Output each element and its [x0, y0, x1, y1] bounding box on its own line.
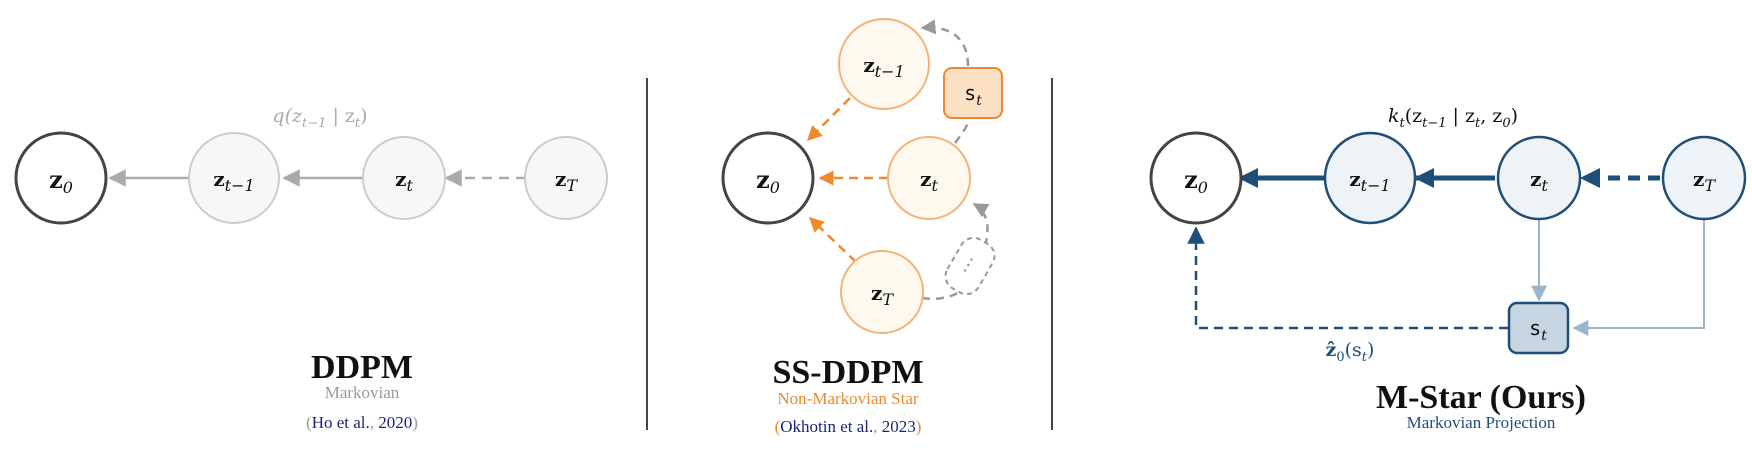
ddpm-title: DDPM	[311, 349, 413, 386]
ddpm-node-z0-label: z0	[49, 165, 73, 197]
mstar-title: M-Star (Ours)	[1376, 379, 1586, 416]
ssddpm-citation: (Okhotin et al., 2023)	[775, 417, 922, 436]
mstar-panel: z0 zt−1 zt zT st kt(zt−1 | zt, z0) ẑ0(st…	[1149, 105, 1747, 432]
ssddpm-edge-zT-z0	[808, 216, 857, 263]
mstar-node-zt-label: zt	[1530, 167, 1548, 195]
mstar-edge-zT-st	[1572, 220, 1705, 336]
ssddpm-ellipsis: ···	[944, 236, 996, 296]
mstar-node-zT-label: zT	[1693, 167, 1716, 195]
ssddpm-panel: ··· zt−1 z0 zt zT st SS-DDPM Non-Markovi…	[721, 18, 1003, 436]
ssddpm-node-zt1	[838, 18, 930, 110]
ssddpm-citation-link[interactable]: Okhotin et al.	[780, 417, 873, 436]
ddpm-node-zT	[524, 136, 608, 220]
ssddpm-node-zt1-label: zt−1	[863, 53, 904, 81]
mstar-stat-label: st	[1529, 316, 1547, 344]
ddpm-edge-label: q(zt−1 | zt)	[272, 105, 367, 131]
ssddpm-node-zT-label: zT	[871, 281, 894, 309]
ddpm-node-z0	[14, 131, 108, 225]
mstar-node-zt	[1496, 135, 1582, 221]
mstar-stat-box	[1507, 301, 1570, 355]
ssddpm-title: SS-DDPM	[772, 354, 923, 391]
mstar-node-z0	[1149, 131, 1243, 225]
ssddpm-node-z0-label: z0	[756, 165, 780, 197]
ssddpm-stat-label: st	[964, 81, 982, 109]
mstar-subtitle: Markovian Projection	[1407, 413, 1556, 432]
ssddpm-node-z0	[721, 131, 815, 225]
ddpm-node-zt	[362, 136, 446, 220]
mstar-node-zT	[1661, 135, 1747, 221]
ssddpm-stat-box	[943, 67, 1003, 119]
mstar-node-zt1	[1323, 131, 1417, 225]
mstar-edge-st-z0	[1187, 226, 1508, 330]
ssddpm-arc-top	[920, 19, 970, 67]
ddpm-subtitle: Markovian	[325, 383, 400, 402]
ssddpm-arc-mid	[954, 116, 970, 144]
ssddpm-node-zT	[840, 250, 924, 334]
mstar-projection-label: ẑ0(st)	[1326, 339, 1375, 365]
ssddpm-node-zt-label: zt	[920, 167, 938, 195]
ddpm-node-zt1-label: zt−1	[213, 167, 254, 195]
ddpm-citation: (Ho et al., 2020)	[306, 413, 418, 432]
mstar-node-z0-label: z0	[1184, 165, 1208, 197]
ssddpm-subtitle: Non-Markovian Star	[777, 389, 919, 408]
ddpm-node-zT-label: zT	[555, 167, 578, 195]
mstar-kernel-label: kt(zt−1 | zt, z0)	[1388, 105, 1518, 131]
mstar-node-zt1-label: zt−1	[1349, 167, 1390, 195]
ssddpm-arc-lower	[972, 202, 990, 247]
ssddpm-edge-zt1-z0	[806, 97, 851, 142]
ssddpm-arc-bottom	[921, 277, 972, 301]
ddpm-node-zt-label: zt	[395, 167, 413, 195]
ddpm-citation-link[interactable]: Ho et al.	[312, 413, 370, 432]
ddpm-panel: z0 zt−1 zt zT q(zt−1 | zt) DDPM Markovia…	[14, 105, 608, 432]
ddpm-node-zt1	[188, 132, 280, 224]
ssddpm-node-zt	[887, 136, 971, 220]
